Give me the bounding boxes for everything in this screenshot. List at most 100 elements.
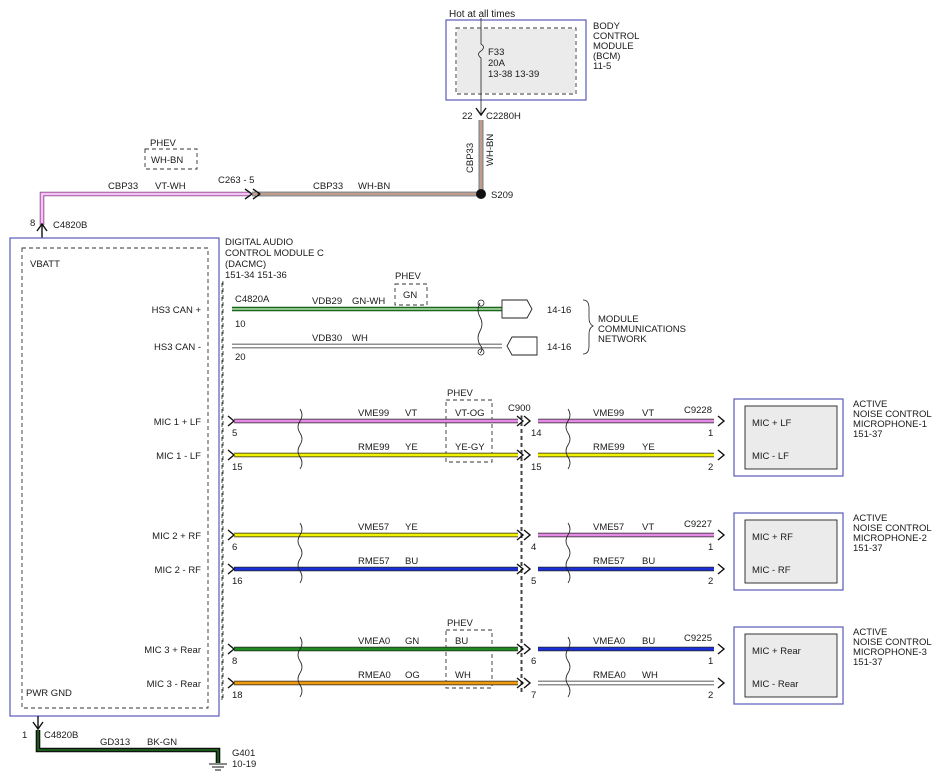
m2p-circuit: VME57	[358, 522, 389, 533]
dacmc-title-1: DIGITAL AUDIO	[225, 237, 293, 248]
bcm-wire-circuit: CBP33	[465, 143, 476, 173]
m3p-pin: 8	[232, 656, 237, 667]
can-phev-box	[394, 283, 428, 306]
network-label-2: COMMUNICATIONS	[598, 324, 686, 335]
hs3p-connector-icon	[501, 299, 533, 319]
m2m-circuit: RME57	[358, 556, 390, 567]
m1p-c900-arrow2-icon	[523, 415, 532, 427]
m3m-c900-arrow-icon	[516, 677, 525, 689]
m3p-c900-arrow-icon	[516, 643, 525, 655]
dacmc-box	[9, 237, 220, 717]
dacmc-inner-line	[221, 281, 224, 701]
mic-wires: C900 PHEV PHEV 5 VME99 VT VT-OG 14 VME99…	[227, 388, 726, 701]
bcm-pin: 22	[462, 111, 473, 122]
m3p-mpin: 1	[708, 656, 713, 667]
m3m-phev: WH	[455, 670, 471, 681]
dacmc-dashed-area	[21, 247, 209, 709]
dacmc-title-4: 151-34 151-36	[225, 270, 287, 281]
m3p-circuit: VMEA0	[358, 636, 390, 647]
m2p-c900-arrow2-icon	[523, 529, 532, 541]
m3m-rcolor: WH	[642, 670, 658, 681]
mic1-title-4: 151-37	[853, 429, 883, 440]
m1p-phev: VT-OG	[455, 408, 485, 419]
mic3-plus: MIC + Rear	[752, 646, 801, 657]
mic1-title-3: MICROPHONE-1	[853, 419, 927, 430]
m3p-phev: BU	[455, 636, 468, 647]
ground-color: BK-GN	[147, 737, 177, 748]
m2m-c900-arrow-icon	[516, 563, 525, 575]
network-brace-icon	[582, 299, 594, 355]
twisted-pair-1-left-icon	[297, 408, 303, 470]
m2p-mic-arrow-icon	[717, 529, 726, 541]
m2m-pin: 16	[232, 576, 243, 587]
hs3m-color: WH	[352, 333, 368, 344]
m3m-rcircuit: RMEA0	[593, 670, 626, 681]
hs3p-circuit: VDB29	[312, 296, 342, 307]
m1m-phev: YE-GY	[455, 442, 485, 453]
can-twist-icon	[477, 302, 483, 354]
dacmc-pwr-gnd: PWR GND	[26, 688, 72, 699]
mic3-title-4: 151-37	[853, 657, 883, 668]
phev-label-top: PHEV	[150, 138, 177, 149]
m2m-rcolor: BU	[642, 556, 655, 567]
phev1-label: PHEV	[447, 388, 474, 399]
mic2-plus: MIC + RF	[752, 532, 793, 543]
bcm-title-5: 11-5	[593, 61, 611, 72]
can-phev-color: GN	[403, 290, 417, 301]
mic3-title-2: NOISE CONTROL	[853, 637, 932, 648]
bcm-connector-arrow-icon	[475, 107, 487, 117]
twisted-pair-2-right-icon	[565, 522, 571, 584]
m3m-mpin: 2	[708, 690, 713, 701]
m1p-rcolor: VT	[642, 408, 654, 419]
pin-hs3-can-plus: HS3 CAN +	[152, 305, 202, 316]
dacmc-vbatt: VBATT	[30, 259, 60, 270]
m2m-c900: 5	[531, 576, 536, 587]
m1p-conn: C9228	[684, 405, 712, 416]
m2p-c900: 4	[531, 542, 536, 553]
can-wires: C4820A PHEV GN 10 VDB29 GN-WH 14-16 20 V…	[232, 271, 686, 363]
phev1-box	[445, 399, 493, 463]
pin-mic1-minus: MIC 1 - LF	[156, 451, 201, 462]
mic1-title-1: ACTIVE	[853, 399, 887, 410]
m3m-mic-arrow-icon	[717, 677, 726, 689]
mic1-minus: MIC - LF	[752, 451, 789, 462]
ground-connector: C4820B	[44, 730, 78, 741]
m3p-rcolor: BU	[642, 636, 655, 647]
dacmc-title-2: CONTROL MODULE C	[225, 248, 324, 259]
m2m-c900-arrow2-icon	[523, 563, 532, 575]
top-right-circuit: CBP33	[313, 181, 343, 192]
ground-point: G401	[232, 748, 255, 759]
phev-color-top: WH-BN	[151, 155, 183, 166]
m1m-mpin: 2	[708, 462, 713, 473]
m2p-mpin: 1	[708, 542, 713, 553]
m1m-circuit: RME99	[358, 442, 390, 453]
bcm-title-1: BODY	[593, 21, 621, 32]
m2m-mic-arrow-icon	[717, 563, 726, 575]
mic3-title-1: ACTIVE	[853, 627, 887, 638]
m2m-rcircuit: RME57	[593, 556, 625, 567]
hs3m-connector-icon	[506, 336, 538, 356]
ground-pin: 1	[22, 730, 27, 741]
m2p-pin: 6	[232, 542, 237, 553]
pin-hs3-can-minus: HS3 CAN -	[154, 342, 201, 353]
m3p-c900-arrow2-icon	[523, 643, 532, 655]
m1p-circuit: VME99	[358, 408, 389, 419]
top-right-color: WH-BN	[358, 181, 390, 192]
m1p-dacmc-arrow-icon	[227, 415, 236, 427]
bcm-module: Hot at all times BODY CONTROL MODULE (BC…	[445, 9, 639, 173]
m2p-rcircuit: VME57	[593, 522, 624, 533]
m3m-pin: 18	[232, 690, 243, 701]
fuse-name: F33	[488, 47, 504, 58]
top-left-color: VT-WH	[155, 181, 186, 192]
pin-mic3-plus: MIC 3 + Rear	[144, 645, 201, 656]
m3p-rcircuit: VMEA0	[593, 636, 625, 647]
microphone-3: MIC + Rear MIC - Rear ACTIVE NOISE CONTR…	[733, 626, 932, 705]
m3p-conn: C9225	[684, 633, 712, 644]
hs3p-color: GN-WH	[352, 296, 385, 307]
bcm-title-3: MODULE	[593, 41, 634, 52]
m2m-color: BU	[405, 556, 418, 567]
m3m-c900: 7	[531, 690, 536, 701]
pin-mic2-minus: MIC 2 - RF	[155, 565, 202, 576]
bcm-dashed-area	[455, 27, 577, 95]
m2m-mpin: 2	[708, 576, 713, 587]
